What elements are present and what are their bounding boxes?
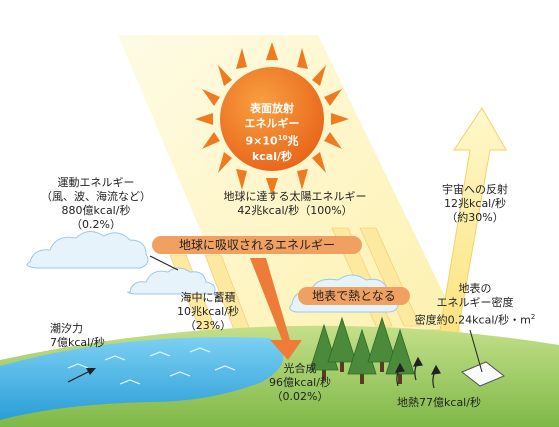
tide-arrow — [67, 368, 96, 383]
cloud-left — [26, 231, 149, 269]
forest — [309, 316, 415, 384]
sun-line-3: 9×1010兆 — [245, 134, 299, 148]
absorbed-energy-band: 地球に吸収されるエネルギー — [152, 236, 362, 254]
cloud-middle — [127, 267, 216, 295]
wave-marks — [67, 347, 236, 385]
density-pointer — [469, 329, 483, 373]
sun-line-1: 表面放射 — [250, 102, 294, 115]
tidal-force-label: 潮汐力 7億kcal/秒 — [50, 322, 105, 349]
ocean — [0, 337, 284, 420]
sun-label: 表面放射 エネルギー 9×1010兆 kcal/秒 — [232, 101, 312, 164]
sun-rays — [195, 42, 349, 196]
sun-line-4: kcal/秒 — [251, 149, 293, 163]
surface-heat-band: 地表で熱となる — [298, 287, 410, 305]
geothermal-label: 地熱77億kcal/秒 — [397, 396, 481, 409]
incoming-energy-label: 地球に達する太陽エネルギー 42兆kcal/秒（100%） — [223, 190, 367, 217]
area-patch — [461, 361, 505, 387]
reflection-label: 宇宙への反射 12兆kcal/秒 （約30%） — [442, 183, 508, 224]
sun — [220, 67, 324, 171]
kinetic-pointer — [149, 255, 179, 271]
kinetic-energy-label: 運動エネルギー （風、波、海流など） 880億kcal/秒 （0.2%） — [41, 176, 151, 231]
photosynthesis-arrow — [250, 258, 302, 360]
energy-density-label: 地表の エネルギー密度 密度約0.24kcal/秒・m2 — [414, 282, 536, 327]
geothermal-arrows — [394, 356, 441, 389]
ocean-storage-label: 海中に蓄積 10兆kcal/秒 （23%） — [177, 291, 239, 332]
sun-line-2: エネルギー — [244, 117, 300, 130]
photosynthesis-label: 光合成 96億kcal/秒 （0.02%） — [269, 362, 331, 403]
